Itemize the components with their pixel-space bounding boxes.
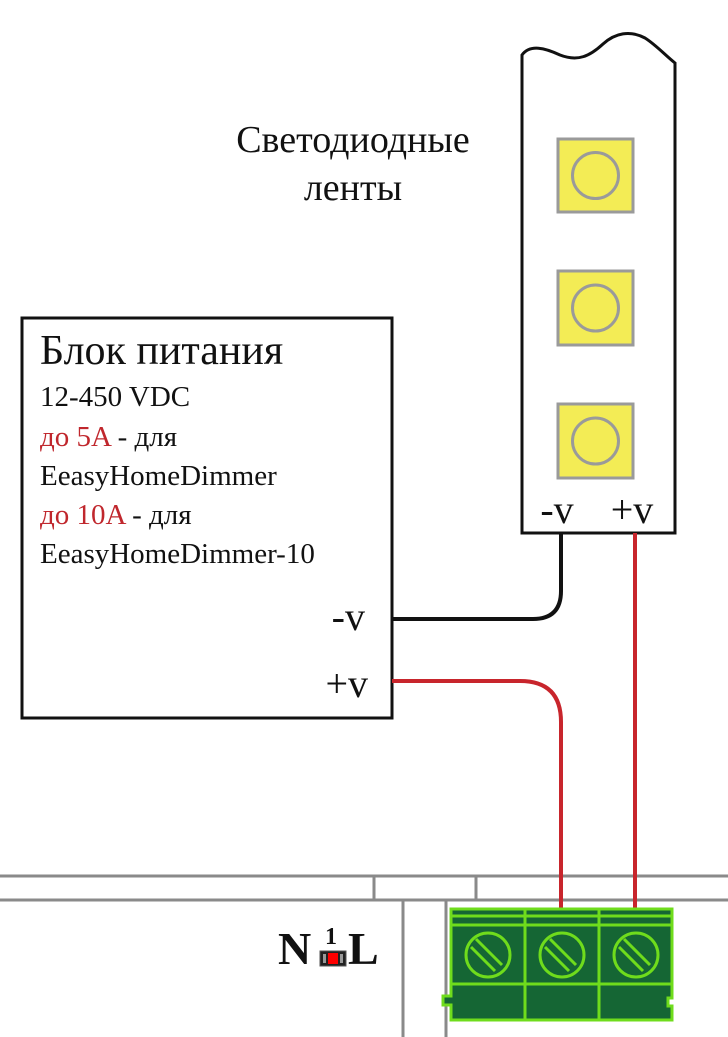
terminal-screw-icon [612,931,660,979]
strip-label-line2: ленты [304,167,402,209]
power-supply-voltage: 12-450 VDC [40,381,190,413]
wire-positive-psu [392,679,563,910]
power-supply: Блок питания 12-450 VDC до 5A - для Eeas… [20,316,394,720]
led-chip-lens-icon [571,416,620,466]
led-chip-pad [556,402,635,480]
spec2-device: EeasyHomeDimmer-10 [40,538,315,570]
power-supply-title: Блок питания [40,328,283,374]
wire-negative [392,533,563,621]
dimmer-n-l-label: N 1 L [278,923,379,974]
label-l: L [348,923,379,974]
spec1-suffix: - для [110,421,177,453]
led-strip: -v +v [520,31,677,535]
power-supply-spec2: до 10A - для [40,499,192,531]
led-chip [556,402,635,480]
led-chip-pad [556,269,635,347]
strip-plus-label: +v [611,487,654,532]
terminal-screw-icon [464,931,512,979]
psu-minus-label: -v [332,594,365,639]
psu-plus-label: +v [325,661,368,706]
strip-label-line1: Светодиодные [236,119,470,161]
label-superscript: 1 [325,924,337,950]
spec1-device: EeasyHomeDimmer [40,460,277,492]
spec2-suffix: - для [125,499,192,531]
strip-minus-label: -v [540,487,573,532]
led-chip-lens-icon [571,283,620,333]
wires [392,533,637,910]
label-n: N [278,923,311,974]
led-chip [556,269,635,347]
power-supply-spec1: до 5A - для [40,421,177,453]
fuse-icon [319,950,347,967]
spec1-current: до 5A [40,421,112,453]
terminal-block [441,907,674,1022]
terminal-screw-icon [538,931,586,979]
power-supply-box [20,316,394,720]
led-chip-lens-icon [571,151,620,200]
led-chip [556,137,635,214]
led-chip-pad [556,137,635,214]
spec2-current: до 10A [40,499,127,531]
dimmer-board-outline [0,874,728,1037]
